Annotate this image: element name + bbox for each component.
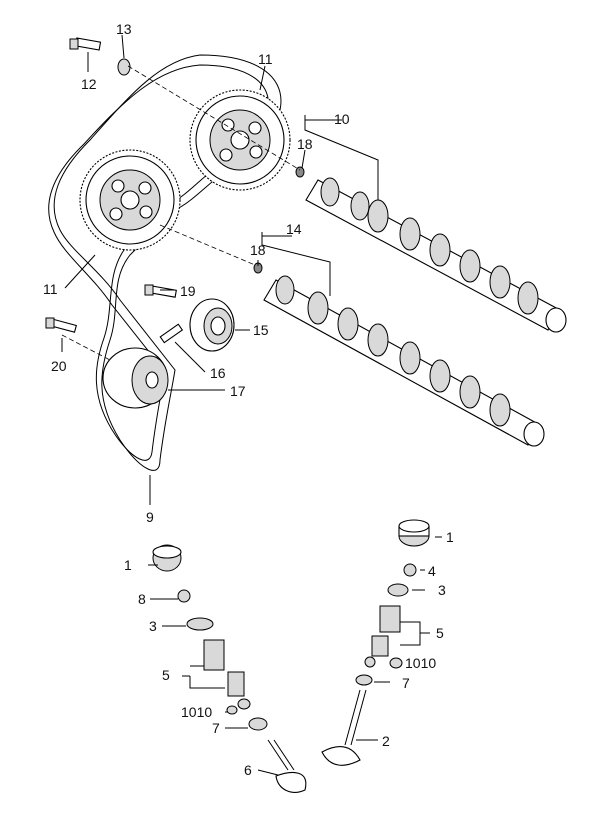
callout-5-right: 5 [436,625,444,641]
callout-3-right: 3 [438,582,446,598]
callout-6: 6 [244,762,252,778]
callout-12: 12 [81,76,97,92]
callout-1-right: 1 [446,529,454,545]
leader-lines [61,34,379,505]
callout-18-mid: 18 [250,242,266,258]
bolt-16 [159,323,184,344]
alignment-lines [61,65,301,361]
callout-17: 17 [230,383,246,399]
callout-11-top: 11 [258,51,273,67]
callout-13: 13 [116,21,132,37]
callout-1010-left: 1010 [181,704,213,720]
callout-7-left: 7 [212,720,220,736]
callout-3-left: 3 [149,618,157,634]
camshaft-upper [295,166,567,333]
bolt-20 [45,317,78,333]
callout-5-left: 5 [162,667,170,683]
valve-stack-right [321,519,442,766]
cam-sprocket-upper [189,89,291,191]
callout-1-left: 1 [124,557,132,573]
callout-14: 14 [286,221,302,237]
callout-15: 15 [253,322,269,338]
callout-7-right: 7 [402,675,410,691]
bolt-19 [144,284,177,298]
bolt-12 [69,37,102,51]
callout-18-top: 18 [297,136,313,152]
callout-19: 19 [180,283,196,299]
camshaft-lower [253,262,545,447]
callout-8: 8 [138,591,146,607]
callout-16: 16 [210,365,226,381]
callout-4: 4 [428,563,436,579]
callout-11-left: 11 [43,281,58,297]
callout-10: 10 [334,111,350,127]
callout-2: 2 [382,733,390,749]
callout-9: 9 [146,509,154,525]
callout-1010-right: 1010 [405,655,437,671]
valve-stack-left [148,544,307,793]
washer-13 [117,58,131,76]
tensioner-pulley [102,347,169,409]
callout-20: 20 [51,358,67,374]
idler-pulley [189,298,235,352]
cam-sprocket-lower [79,149,181,251]
